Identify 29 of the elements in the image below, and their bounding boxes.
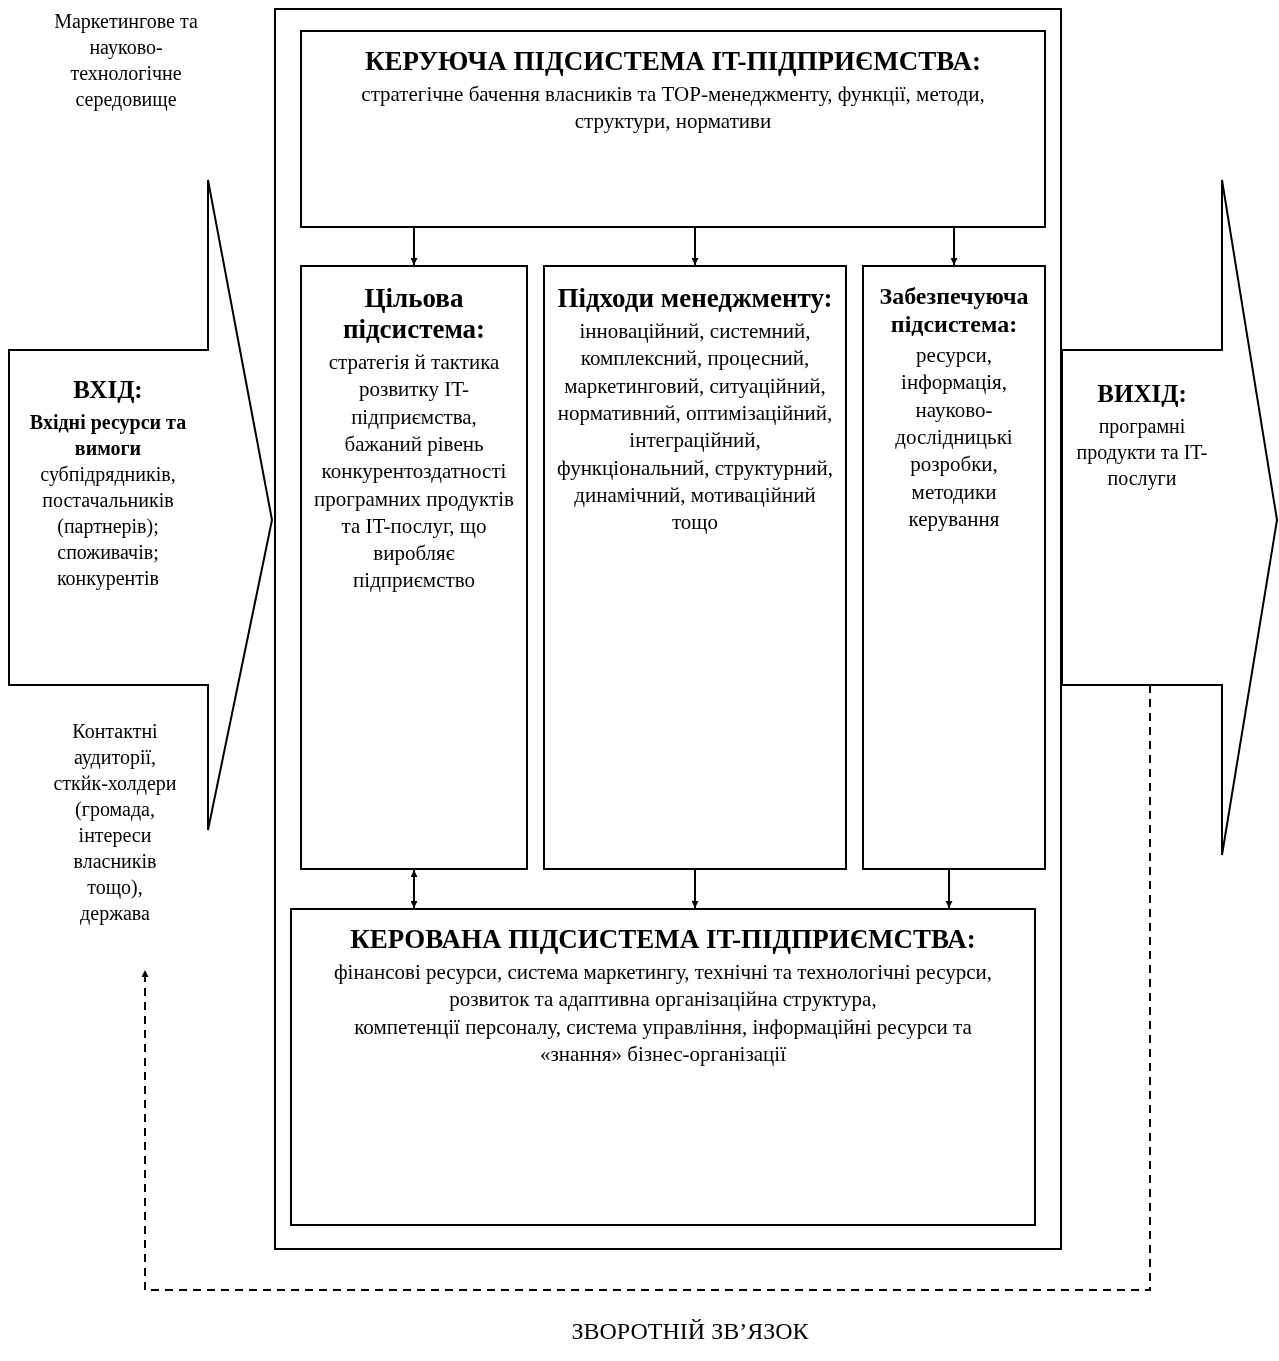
arrow-heading: ВХІД: [72, 376, 144, 405]
connector-arrow [141, 684, 1151, 1291]
subsystem-box [300, 30, 1046, 228]
subsystem-title: Забезпечуюча підсистема: [878, 283, 1030, 339]
connector-arrow [945, 869, 953, 909]
connector-arrow [691, 227, 699, 266]
subsystem-title: КЕРОВАНА ПІДСИСТЕМА IT-ПІДПРИЄМСТВА: [350, 924, 976, 956]
arrow-heading: ВИХІД: [1096, 380, 1188, 409]
connector-arrow [691, 869, 699, 909]
connector-arrow [410, 227, 418, 266]
subsystem-title: КЕРУЮЧА ПІДСИСТЕМА IT-ПІДПРИЄМСТВА: [364, 46, 982, 78]
connector-arrow [950, 227, 958, 266]
arrow-text: Вхідні ресурси та вимоги субпідрядників, постачальників (партнерів); споживачів; конкурентів [28, 409, 188, 591]
side-note: Контактні аудиторії, сткйк-холдери (громада, інтереси власників тощо), держава [53, 719, 177, 926]
subsystem-description: стратегічне бачення власників та ТОР-менеджменту, функції, методи, структури, нормативи [360, 81, 986, 136]
subsystem-description: стратегія й тактика розвитку IT-підприємства, бажаний рівень конкурентоздатності програмних продуктів та IT-послуг, що виробляє підприємство [313, 349, 515, 595]
subsystem-box [862, 265, 1046, 870]
side-note: Маркетингове та науково-технологічне середовище [53, 9, 199, 112]
subsystem-box [543, 265, 847, 870]
subsystem-box [290, 908, 1036, 1226]
system-frame [274, 8, 1062, 1250]
subsystem-title: Цільова підсистема: [341, 283, 487, 346]
subsystem-description: інноваційний, системний, комплексний, процесний, маркетинговий, ситуаційний, нормативний, оптимізаційний, інтеграційний, функціональний, структурний, динамічний, мотиваційний тощо [556, 318, 834, 537]
subsystem-description: компетенції персоналу, система управління, інформаційні ресурси та «знання» бізнес-організації [353, 1013, 973, 1068]
subsystem-description: ресурси, інформація, науково-дослідницькі розробки, методики керування [894, 342, 1014, 533]
subsystem-box [300, 265, 528, 870]
subsystem-title: Підходи менеджменту: [557, 283, 833, 315]
arrow-text: програмні продукти та IT-послуги [1075, 413, 1209, 491]
connector-arrow [410, 869, 418, 909]
